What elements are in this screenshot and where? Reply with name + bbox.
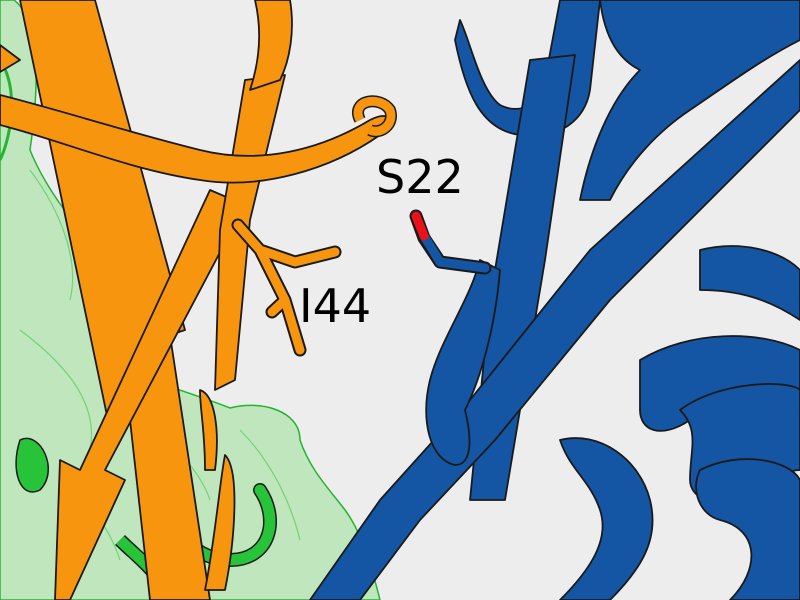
i44-side-chain — [231, 218, 342, 357]
blue-ribbon — [309, 0, 800, 600]
s22-side-chain — [409, 209, 492, 275]
orange-ribbon — [0, 0, 397, 600]
residue-label-s22: S22 — [376, 150, 464, 204]
residue-label-i44: I44 — [299, 279, 372, 333]
